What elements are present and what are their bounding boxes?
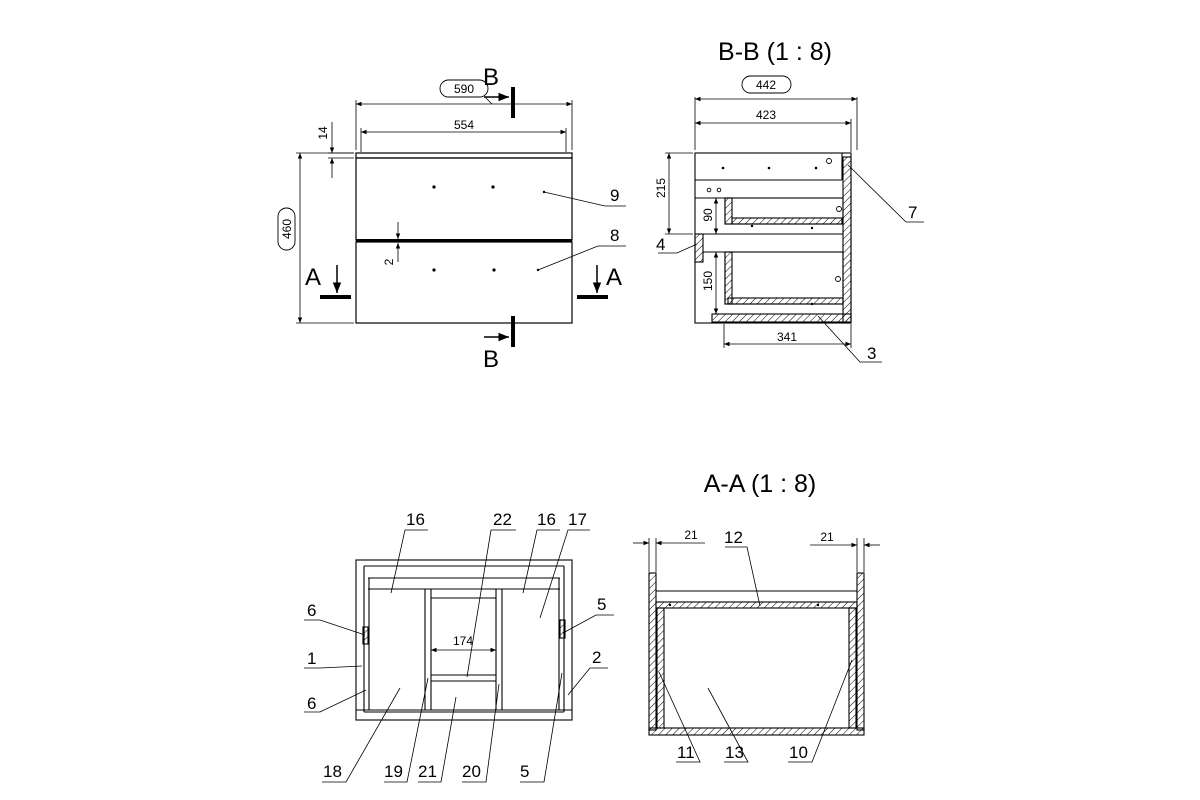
bb-base — [711, 313, 852, 323]
dim-215: 215 — [654, 178, 668, 198]
part-label-7: 7 — [908, 203, 917, 222]
dim-460: 460 — [280, 219, 294, 239]
plan-outer — [355, 559, 573, 721]
part-label-20: 20 — [462, 762, 481, 781]
part-label-2: 2 — [592, 648, 601, 667]
dim-174: 174 — [453, 634, 473, 648]
dim-21-right: 21 — [820, 530, 834, 544]
bb-side-wall — [842, 156, 852, 324]
dim-21-left: 21 — [684, 528, 698, 542]
section-aa-view — [633, 538, 880, 763]
part-label-4: 4 — [656, 235, 665, 254]
section-mark-b-top: B — [483, 64, 499, 91]
part-label-16b: 16 — [537, 510, 556, 529]
part-label-1: 1 — [307, 649, 316, 668]
lower-panel — [355, 241, 573, 324]
part-label-22: 22 — [493, 510, 512, 529]
section-mark-a-left: A — [305, 264, 321, 291]
part-label-6b: 6 — [307, 694, 316, 713]
plan-view — [304, 529, 614, 783]
dim-554: 554 — [454, 118, 474, 132]
dim-90: 90 — [701, 208, 715, 222]
dim-150: 150 — [701, 271, 715, 291]
part-label-10: 10 — [789, 743, 808, 762]
section-aa-text: A-A (1 : 8) 21 21 12 11 13 10 — [677, 470, 834, 762]
section-bb-text: B-B (1 : 8) 442 423 215 90 150 341 7 4 3 — [654, 38, 917, 363]
dim-box-590 — [439, 79, 489, 98]
section-bb-title: B-B (1 : 8) — [718, 38, 832, 66]
aa-bottom — [648, 727, 865, 736]
part-label-5b: 5 — [520, 762, 529, 781]
part-label-5a: 5 — [597, 595, 606, 614]
section-mark-a-right: A — [606, 264, 622, 291]
dim-2: 2 — [382, 258, 396, 265]
part-label-13: 13 — [725, 743, 744, 762]
dim-box-460 — [277, 207, 296, 251]
part-label-16a: 16 — [406, 510, 425, 529]
section-mark-b-bottom: B — [483, 346, 499, 373]
dim-14: 14 — [316, 126, 330, 140]
top-edge — [355, 152, 573, 159]
dim-423: 423 — [756, 108, 776, 122]
dim-341: 341 — [777, 330, 797, 344]
plan-right-block — [559, 619, 566, 639]
aa-left-outer-wall — [648, 572, 657, 731]
part-label-21: 21 — [418, 762, 437, 781]
dim-box-442 — [741, 75, 792, 94]
front-view-text: 590 554 14 460 2 9 8 B B A A — [280, 64, 622, 373]
plan-view-text: 174 16 22 16 17 6 1 6 5 2 18 19 21 20 5 — [307, 510, 606, 781]
part-label-12: 12 — [724, 528, 743, 547]
section-bb-view — [658, 75, 924, 363]
aa-shelf — [655, 601, 858, 609]
aa-right-inner-wall — [848, 607, 857, 729]
dim-590: 590 — [454, 82, 474, 96]
part-label-8: 8 — [610, 226, 619, 245]
section-aa-title: A-A (1 : 8) — [704, 470, 817, 498]
plan-left-block — [362, 626, 369, 645]
upper-panel — [355, 157, 573, 241]
upper-handle-dots — [432, 185, 546, 194]
dim-442: 442 — [756, 78, 776, 92]
part-label-17: 17 — [568, 510, 587, 529]
bb-front-strip — [694, 233, 704, 263]
part-label-11: 11 — [677, 743, 695, 762]
part-label-19: 19 — [384, 762, 403, 781]
part-label-9: 9 — [610, 186, 619, 205]
lower-handle-dots — [432, 268, 540, 272]
aa-left-inner-wall — [656, 607, 665, 729]
part-label-6a: 6 — [307, 601, 316, 620]
part-label-18: 18 — [323, 762, 342, 781]
front-view — [277, 79, 626, 347]
part-label-3: 3 — [867, 344, 876, 363]
aa-right-outer-wall — [856, 572, 865, 731]
